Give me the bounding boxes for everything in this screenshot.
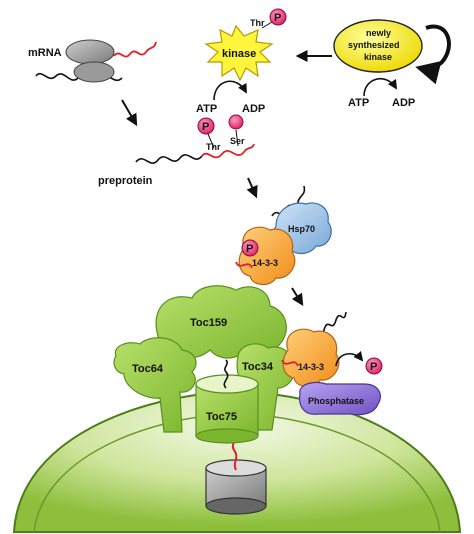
guidance-transit-peptide bbox=[235, 261, 253, 269]
toc75-bottom bbox=[195, 428, 259, 444]
toc34-label: Toc34 bbox=[242, 361, 274, 373]
newly-kinase-line2: synthesized bbox=[348, 40, 400, 50]
thr-phospho-badge bbox=[197, 117, 215, 135]
kinase-p-stalk bbox=[261, 21, 273, 29]
nascent-peptide bbox=[113, 41, 157, 58]
adp-left-label: ADP bbox=[242, 103, 265, 115]
hsp70-label: Hsp70 bbox=[288, 224, 315, 234]
docking-group: 14-3-3 P Phosphatase bbox=[281, 311, 383, 416]
kinase-label: kinase bbox=[222, 48, 256, 60]
toc75-peptide bbox=[223, 359, 229, 389]
arrow-preprotein-to-guidance bbox=[246, 177, 258, 199]
newly-synthesized-kinase-group: newly synthesized kinase ATP ADP bbox=[333, 19, 451, 109]
preprotein-mature-region bbox=[135, 154, 203, 164]
released-phospho-badge bbox=[365, 357, 383, 375]
ser-label: Ser bbox=[230, 136, 245, 146]
preprotein-group: preprotein P Thr Ser bbox=[98, 114, 255, 187]
ribosome-small-subunit bbox=[73, 61, 115, 83]
dephosphorylation-arrow bbox=[335, 351, 364, 367]
phosphatase-label: Phosphatase bbox=[308, 396, 364, 406]
toc159-label: Toc159 bbox=[190, 317, 227, 329]
newly-kinase-ellipse bbox=[333, 19, 423, 73]
guidance-complex: Hsp70 14-3-3 P bbox=[235, 185, 332, 286]
ribosome-large-subunit bbox=[65, 39, 115, 65]
kinase-group: kinase Thr P ATP ADP bbox=[196, 8, 287, 115]
ribosome-group: mRNA bbox=[28, 39, 157, 83]
newly-kinase-line1: newly bbox=[366, 28, 391, 38]
preprotein-label: preprotein bbox=[98, 175, 153, 187]
thr-phospho-label: P bbox=[202, 121, 209, 133]
ser-stalk bbox=[235, 129, 239, 147]
import-channel bbox=[205, 433, 267, 515]
phosphatase-shape bbox=[299, 381, 381, 416]
atp-to-adp-right bbox=[363, 77, 398, 97]
guidance-phospho-label: P bbox=[246, 243, 253, 255]
preprotein-transit-peptide bbox=[201, 143, 255, 159]
kinase-thr-label: Thr bbox=[250, 18, 265, 28]
newly-kinase-line3: kinase bbox=[364, 52, 392, 62]
released-phospho-label: P bbox=[370, 361, 377, 373]
kinase-phospho-badge bbox=[269, 8, 287, 26]
adp-right-label: ADP bbox=[392, 97, 415, 109]
toc64-shape bbox=[113, 337, 197, 433]
channel-bottom bbox=[205, 497, 267, 515]
atp-left-label: ATP bbox=[196, 103, 217, 115]
arrow-ribosome-to-preprotein bbox=[121, 99, 138, 127]
atp-right-label: ATP bbox=[348, 97, 369, 109]
kinase-phospho-label: P bbox=[274, 12, 281, 24]
fourteen33-lower-label: 14-3-3 bbox=[298, 362, 324, 372]
arrow-guidance-to-toc bbox=[291, 287, 304, 307]
mrna-label: mRNA bbox=[28, 47, 62, 59]
thr-p-stalk bbox=[207, 133, 215, 149]
atp-to-adp-left bbox=[213, 80, 247, 101]
fourteen33-upper-label: 14-3-3 bbox=[252, 258, 278, 268]
fourteen33-lower-shape bbox=[282, 328, 340, 388]
kinase-star bbox=[204, 24, 274, 82]
guidance-phospho-badge bbox=[241, 239, 259, 257]
ser-residue-badge bbox=[228, 114, 244, 130]
toc64-label: Toc64 bbox=[132, 363, 164, 375]
toc-complex: Toc159 Toc64 Toc34 Toc75 bbox=[113, 285, 295, 444]
docking-transit-peptide bbox=[281, 359, 299, 367]
autophosphorylation-arrow bbox=[415, 24, 451, 85]
toc75-label: Toc75 bbox=[206, 411, 237, 423]
thr-label: Thr bbox=[206, 142, 221, 152]
